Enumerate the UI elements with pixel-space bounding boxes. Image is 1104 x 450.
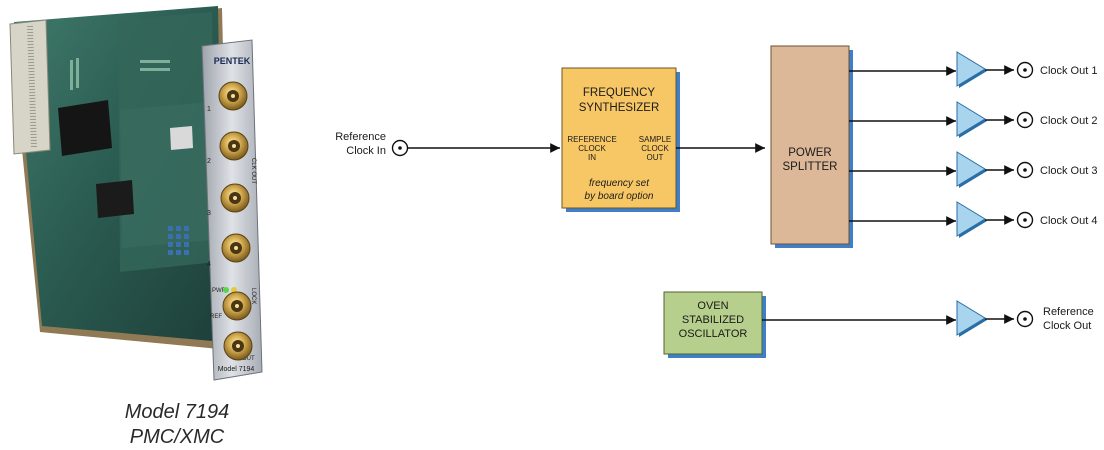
clock-out-1-connector-icon <box>1016 61 1034 79</box>
oscillator-label-line3: OSCILLATOR <box>679 328 748 340</box>
synth-title-line2: SYNTHESIZER <box>579 102 660 114</box>
amplifier-2-icon <box>956 101 987 138</box>
oscillator-label-line1: OVEN <box>697 300 728 312</box>
clock-out-3-label: Clock Out 3 <box>1040 165 1097 177</box>
faceplate-model-label: Model 7194 <box>218 366 255 373</box>
synth-sample-line3: OUT <box>647 153 664 162</box>
sma-connector-2 <box>219 131 249 161</box>
reference-in-label-line2: Clock In <box>346 145 386 157</box>
ref-label: REF <box>210 314 222 320</box>
sma-connector-1 <box>218 81 248 111</box>
product-caption: Model 7194 PMC/XMC <box>72 400 282 450</box>
synth-note-line2: by board option <box>585 191 654 202</box>
amplifier-3-icon <box>956 151 987 188</box>
reference-in-label-line1: Reference <box>335 131 386 143</box>
sma-connector-ref-out <box>223 331 253 361</box>
amplifier-ref-icon <box>956 300 987 337</box>
reference-out-label-line2: Clock Out <box>1043 320 1091 332</box>
pcb-board <box>10 6 230 350</box>
sma-connector-ref-in <box>222 291 252 321</box>
synth-sample-line1: SAMPLE <box>639 135 671 144</box>
synth-ref-line2: CLOCK <box>578 144 606 153</box>
amplifier-4-icon <box>956 201 987 238</box>
synth-note-line1: frequency set <box>589 178 650 189</box>
lock-led <box>231 287 237 293</box>
clk-out-label: CLK OUT <box>250 158 256 184</box>
port-number-1: 1 <box>207 106 211 113</box>
pci-edge-connector <box>9 19 51 155</box>
board-chips <box>58 58 193 255</box>
faceplate: PENTEK Model 7194 1 2 3 4 CLK OUT PWR LO… <box>201 39 263 381</box>
reference-out-connector-icon <box>1016 310 1034 328</box>
port-number-2: 2 <box>207 158 211 165</box>
pwr-led <box>223 287 229 293</box>
clock-out-4-label: Clock Out 4 <box>1040 215 1097 227</box>
pwr-label: PWR <box>212 288 227 294</box>
reference-in-connector-icon <box>391 139 409 157</box>
port-number-3: 3 <box>207 210 211 217</box>
power-splitter-block: POWER SPLITTER <box>770 45 853 248</box>
synth-ref-line3: IN <box>588 153 596 162</box>
clock-out-3-connector-icon <box>1016 161 1034 179</box>
sma-connector-4 <box>221 233 251 263</box>
clock-out-4-connector-icon <box>1016 211 1034 229</box>
splitter-box <box>770 45 850 245</box>
clock-out-2-connector-icon <box>1016 111 1034 129</box>
synth-box <box>561 67 677 209</box>
oven-oscillator-block: OVEN STABILIZED OSCILLATOR <box>663 291 766 358</box>
splitter-label-line1: POWER <box>788 147 831 159</box>
caption-model: Model 7194 <box>124 401 230 423</box>
out-label: OUT <box>242 356 255 362</box>
board-photo: PENTEK Model 7194 1 2 3 4 CLK OUT PWR LO… <box>9 6 263 381</box>
caption-form-factor: PMC/XMC <box>129 426 225 448</box>
reference-out-label-line1: Reference <box>1043 306 1094 318</box>
frequency-synthesizer-block: FREQUENCY SYNTHESIZER REFERENCE CLOCK IN… <box>561 67 680 212</box>
sma-connector-3 <box>220 183 250 213</box>
clock-out-2-label: Clock Out 2 <box>1040 115 1097 127</box>
synth-title-line1: FREQUENCY <box>583 87 656 99</box>
clock-out-1-label: Clock Out 1 <box>1040 65 1097 77</box>
brand-label: PENTEK <box>214 56 251 66</box>
synth-ref-line1: REFERENCE <box>567 135 616 144</box>
port-number-4: 4 <box>207 261 211 268</box>
synth-sample-line2: CLOCK <box>641 144 669 153</box>
lock-label: LOCK <box>250 288 256 304</box>
oscillator-label-line2: STABILIZED <box>682 314 744 326</box>
amplifier-1-icon <box>956 51 987 88</box>
splitter-label-line2: SPLITTER <box>783 161 838 173</box>
oscillator-box <box>663 291 763 355</box>
